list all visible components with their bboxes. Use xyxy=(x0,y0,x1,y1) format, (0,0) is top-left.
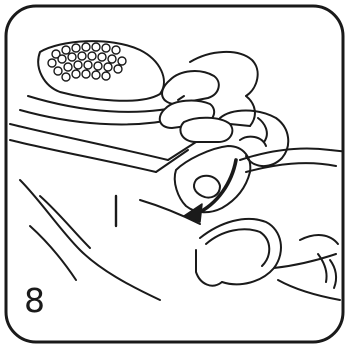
hand-icon xyxy=(160,52,258,142)
step-number: 8 xyxy=(24,281,45,321)
frame-arm xyxy=(10,124,200,300)
